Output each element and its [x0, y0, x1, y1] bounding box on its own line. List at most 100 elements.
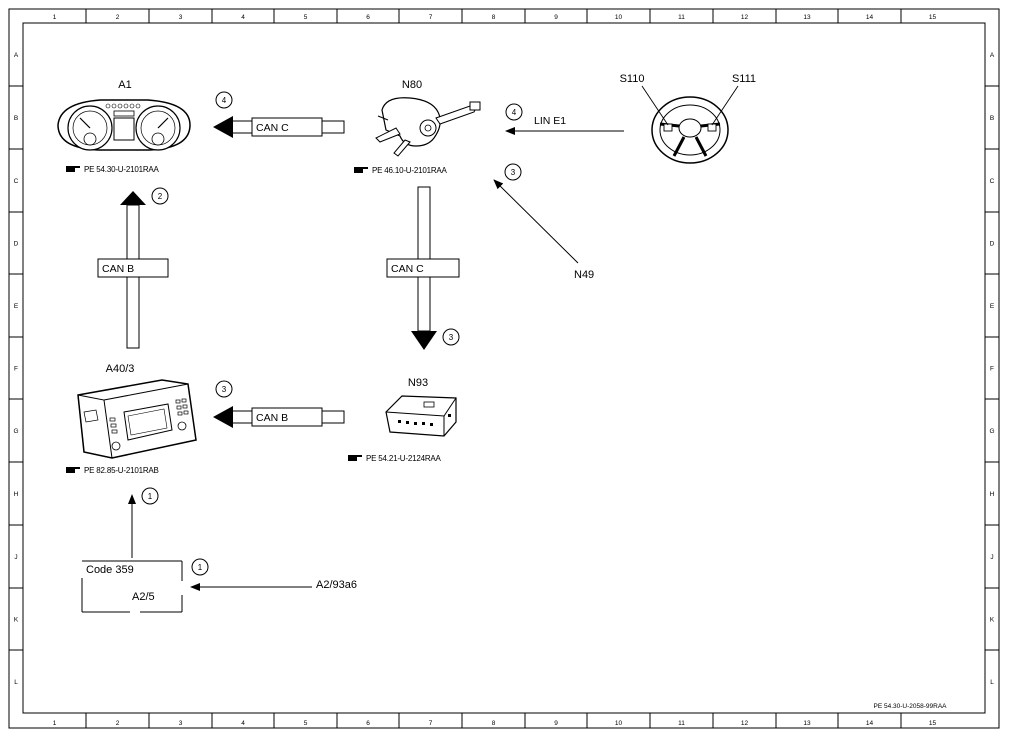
- a40-3-reference: PE 82.85-U-2101RAB: [84, 466, 159, 475]
- a1-reference: PE 54.30-U-2101RAA: [84, 165, 160, 174]
- grid-row-label: F: [990, 366, 994, 373]
- grid-column-label: 10: [615, 14, 623, 21]
- can-b-arrow-n93-to-a40: [213, 406, 345, 428]
- grid-column-label: 7: [429, 720, 433, 727]
- drawing-frame: [8, 8, 1000, 729]
- grid-row-label: C: [990, 178, 995, 185]
- grid-column-label: 15: [929, 14, 937, 21]
- grid-column-label: 8: [492, 720, 496, 727]
- n93-reference: PE 54.21-U-2124RAA: [366, 454, 442, 463]
- hand-pointer-icon: [354, 167, 368, 173]
- a2-93a6-label: A2/93a6: [316, 579, 357, 591]
- grid-column-label: 14: [866, 720, 874, 727]
- grid-row-label: D: [990, 241, 995, 248]
- grid-column-label: 12: [741, 14, 749, 21]
- grid-row-label: J: [990, 554, 993, 561]
- a40-3-label: A40/3: [106, 363, 135, 375]
- step-number: 3: [511, 168, 516, 177]
- grid-column-label: 6: [366, 720, 370, 727]
- bus-label-can-c: CAN C: [256, 122, 289, 134]
- n93-label: N93: [408, 377, 428, 389]
- n80-reference: PE 46.10-U-2101RAA: [372, 166, 448, 175]
- bus-label-can-b: CAN B: [256, 412, 288, 424]
- grid-column-label: 1: [53, 14, 57, 21]
- s110-leader-line: [641, 85, 669, 126]
- grid-column-label: 2: [116, 720, 120, 727]
- grid-column-label: 13: [803, 720, 811, 727]
- a2-5-label: A2/5: [132, 591, 155, 603]
- grid-row-label: H: [14, 491, 19, 498]
- step-number: 1: [198, 563, 203, 572]
- grid-row-label: L: [990, 679, 994, 686]
- n49-arrow: [493, 179, 579, 264]
- grid-column-label: 11: [678, 14, 685, 21]
- a1-label: A1: [118, 79, 131, 91]
- grid-row-label: D: [14, 241, 19, 248]
- steering-wheel-icon: [651, 96, 729, 164]
- grid-column-label: 15: [929, 720, 937, 727]
- grid-column-label: 1: [53, 720, 57, 727]
- grid-column-label: 6: [366, 14, 370, 21]
- grid-column-labels: 1122334455667788991010111112121313141415…: [53, 9, 937, 728]
- can-c-arrow-n80-to-n93: [386, 186, 460, 350]
- hand-pointer-icon: [66, 467, 80, 473]
- grid-row-label: G: [13, 428, 18, 435]
- can-c-arrow-n80-to-a1: [213, 116, 345, 138]
- grid-row-label: F: [14, 366, 18, 373]
- grid-column-label: 8: [492, 14, 496, 21]
- grid-column-label: 11: [678, 720, 685, 727]
- hand-pointer-icon: [348, 455, 362, 461]
- grid-row-label: B: [990, 115, 994, 122]
- grid-row-label: A: [990, 52, 995, 59]
- n49-label: N49: [574, 269, 594, 281]
- grid-column-label: 3: [179, 14, 183, 21]
- step-number: 2: [158, 192, 163, 201]
- grid-row-label: G: [989, 428, 994, 435]
- grid-column-label: 9: [554, 720, 558, 727]
- step-badge: [215, 380, 233, 398]
- step-number: 3: [449, 333, 454, 342]
- grid-row-label: H: [990, 491, 995, 498]
- step-badge: [442, 328, 460, 346]
- steering-column-module-icon: [375, 97, 481, 157]
- grid-row-label: B: [14, 115, 18, 122]
- grid-column-label: 12: [741, 720, 749, 727]
- grid-column-label: 2: [116, 14, 120, 21]
- step-number: 1: [148, 492, 153, 501]
- s111-label: S111: [732, 73, 756, 85]
- step-number: 4: [512, 108, 517, 117]
- grid-column-label: 3: [179, 720, 183, 727]
- step-badge: [191, 558, 209, 576]
- grid-column-label: 10: [615, 720, 623, 727]
- grid-column-label: 5: [304, 14, 308, 21]
- grid-column-label: 4: [241, 720, 245, 727]
- step-number: 3: [222, 385, 227, 394]
- grid-row-label: L: [14, 679, 18, 686]
- instrument-cluster-icon: [57, 99, 191, 151]
- drawing-reference: PE 54.30-U-2058-99RAA: [874, 703, 948, 710]
- grid-row-label: C: [14, 178, 19, 185]
- central-gateway-icon: [385, 395, 457, 437]
- grid-row-label: J: [14, 554, 17, 561]
- grid-column-label: 5: [304, 720, 308, 727]
- code-label: Code 359: [86, 564, 134, 576]
- s111-leader-line: [711, 85, 739, 126]
- bus-label-can-b: CAN B: [102, 263, 134, 275]
- bus-label-lin-e1: LIN E1: [534, 115, 566, 127]
- step-badge: [504, 163, 522, 181]
- grid-column-label: 14: [866, 14, 874, 21]
- can-b-arrow-a40-to-a1: [97, 191, 169, 349]
- grid-row-label: K: [990, 617, 995, 624]
- grid-column-label: 7: [429, 14, 433, 21]
- bus-label-can-c: CAN C: [391, 263, 424, 275]
- step-badge: [505, 103, 523, 121]
- step-badge: [151, 187, 169, 205]
- grid-column-label: 9: [554, 14, 558, 21]
- head-unit-icon: [77, 379, 197, 459]
- grid-row-label: E: [14, 303, 19, 310]
- grid-column-label: 13: [803, 14, 811, 21]
- a2-5-component-box: [81, 560, 183, 613]
- grid-row-label: E: [990, 303, 995, 310]
